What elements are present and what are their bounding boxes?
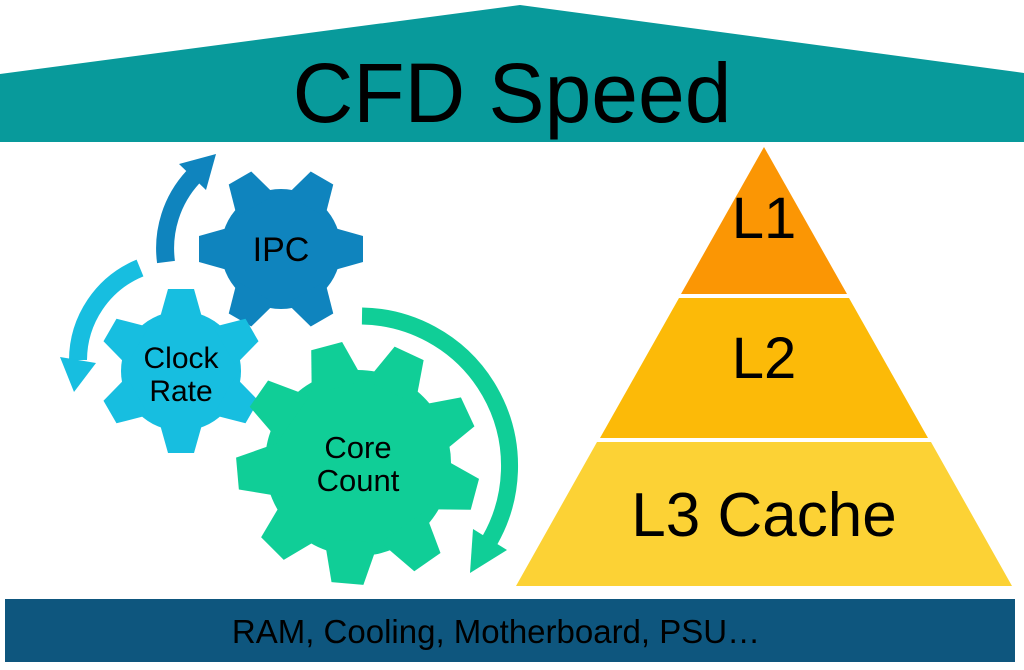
gear-clock-rate-label-line2: Rate bbox=[149, 375, 212, 408]
core-rotation-arrow-head bbox=[470, 529, 507, 573]
clock-rotation-arrow-arc bbox=[69, 259, 144, 361]
pyramid-level-l1-label: L1 bbox=[732, 186, 797, 251]
core-rotation-arrow-arc bbox=[361, 307, 519, 545]
footer-label: RAM, Cooling, Motherboard, PSU… bbox=[232, 613, 760, 650]
title-banner-shape bbox=[0, 5, 1024, 142]
gear-clock-rate-body bbox=[121, 311, 241, 431]
gear-clock-rate-label-line1: Clock bbox=[143, 342, 219, 375]
gear-core-count-body bbox=[265, 370, 451, 556]
gear-core-count-label-line1: Core bbox=[324, 430, 391, 465]
clock-rotation-arrow bbox=[60, 259, 144, 392]
clock-rotation-arrow-head bbox=[60, 357, 96, 392]
gear-ipc-label: IPC bbox=[253, 231, 310, 269]
gear-core-count-icon bbox=[235, 339, 482, 586]
ipc-rotation-arrow-arc bbox=[156, 170, 200, 264]
footer-bar bbox=[5, 599, 1015, 662]
gear-core-count-label-line2: Count bbox=[317, 463, 400, 498]
ipc-rotation-arrow bbox=[156, 154, 216, 264]
pyramid-level-l3 bbox=[516, 442, 1012, 586]
pyramid-level-l1 bbox=[681, 147, 847, 294]
page-title: CFD Speed bbox=[293, 46, 732, 140]
gear-ipc-icon bbox=[199, 166, 363, 332]
ipc-rotation-arrow-head bbox=[179, 154, 216, 190]
gear-ipc-body bbox=[221, 189, 341, 309]
core-rotation-arrow bbox=[361, 307, 519, 573]
gear-clock-rate-icon bbox=[98, 289, 264, 453]
pyramid-level-l2-label: L2 bbox=[732, 326, 797, 391]
pyramid-level-l2 bbox=[600, 298, 928, 438]
pyramid-level-l3-label: L3 Cache bbox=[631, 481, 896, 550]
